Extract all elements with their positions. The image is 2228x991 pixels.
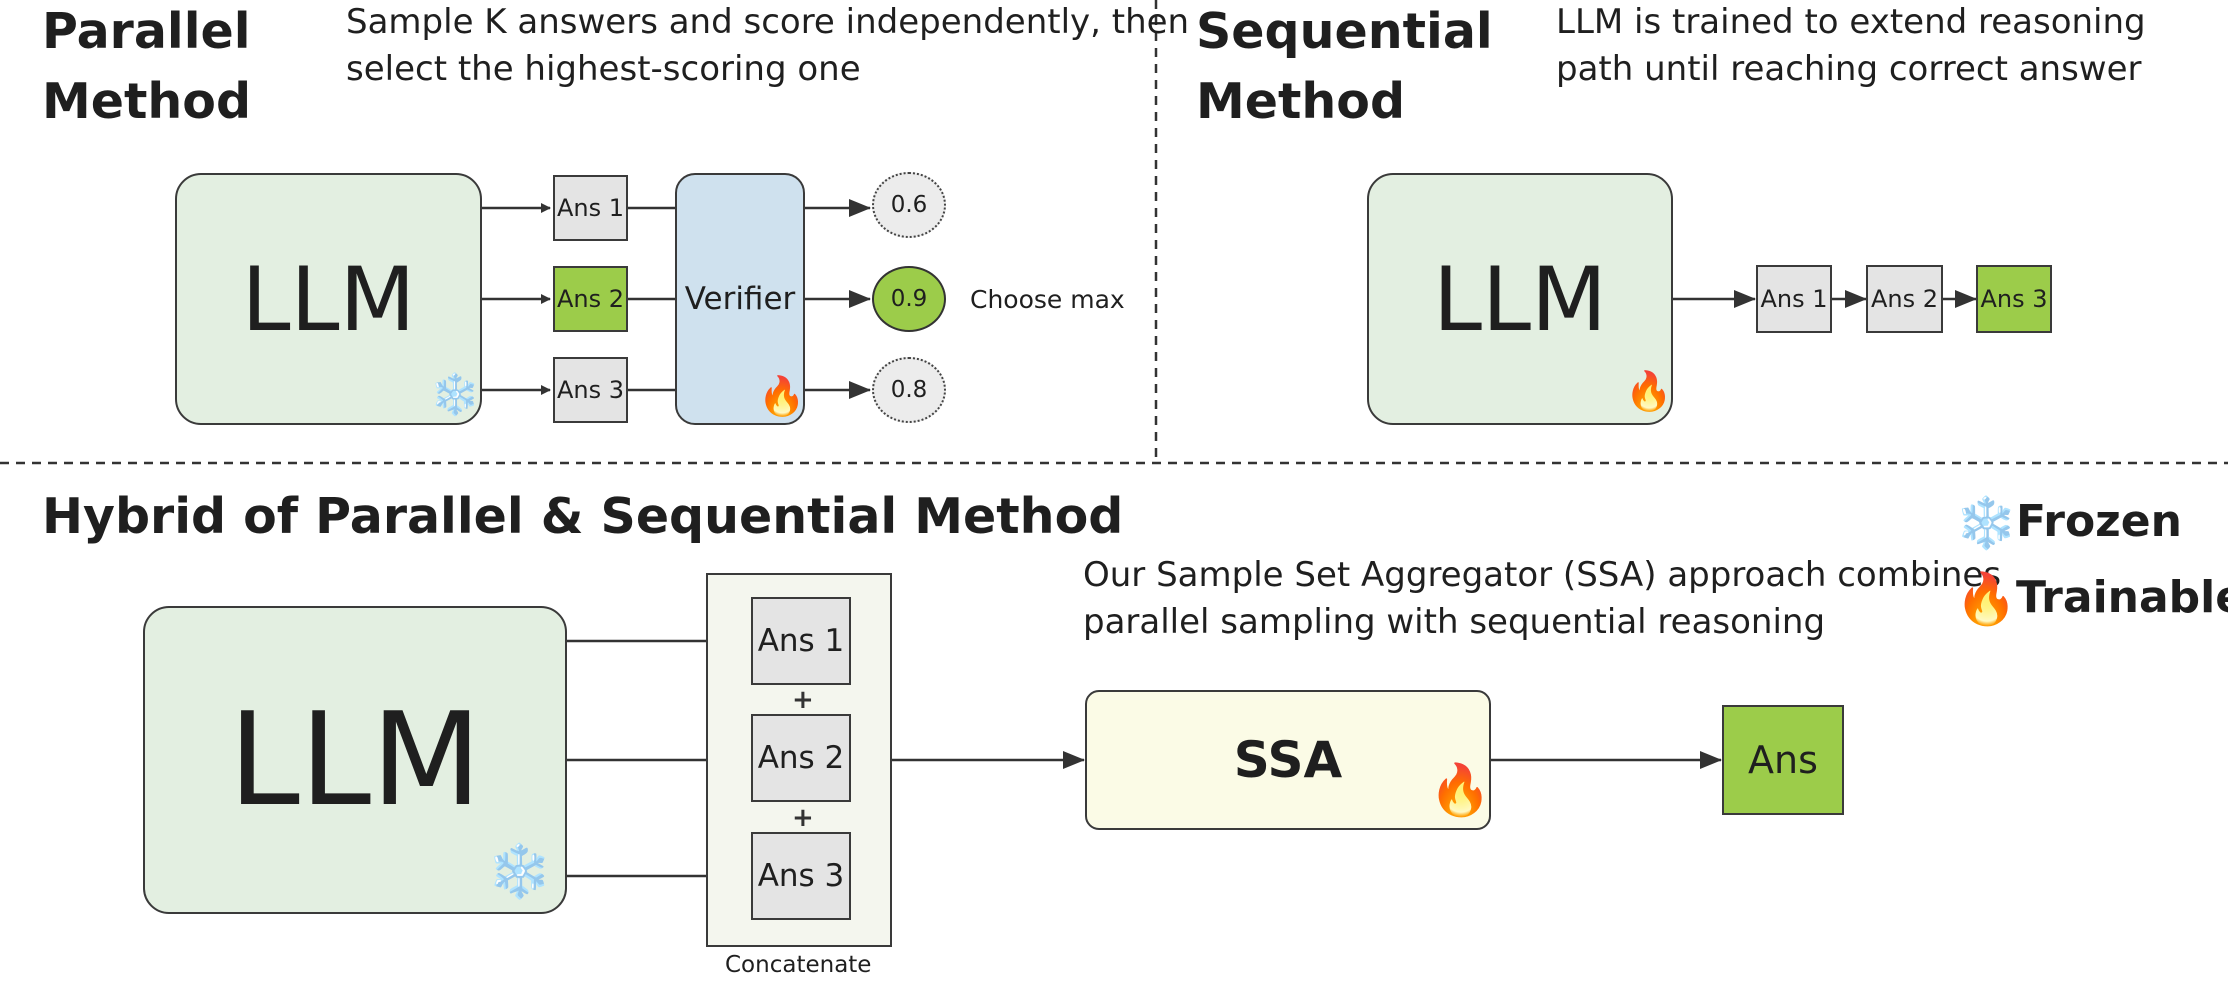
hybrid-desc-line2: parallel sampling with sequential reason… (1083, 602, 1826, 642)
snowflake-icon: ❄️ (430, 372, 480, 418)
fire-icon: 🔥 (758, 374, 806, 418)
hybrid-desc-line1: Our Sample Set Aggregator (SSA) approach… (1083, 555, 2002, 595)
sequential-answer-1-label: Ans 1 (1760, 285, 1828, 313)
legend-snowflake-icon: ❄️ (1955, 494, 2018, 552)
score-3: 0.8 (872, 357, 946, 423)
fire-icon: 🔥 (1429, 761, 1492, 819)
sequential-answer-1: Ans 1 (1756, 265, 1832, 333)
hybrid-answer-3: Ans 3 (751, 832, 851, 920)
choose-max-label: Choose max (970, 285, 1125, 314)
sequential-answer-2: Ans 2 (1866, 265, 1943, 333)
score-1: 0.6 (872, 172, 946, 238)
parallel-answer-1-label: Ans 1 (556, 194, 625, 222)
hybrid-output-answer: Ans (1722, 705, 1844, 815)
ssa-box: SSA (1085, 690, 1491, 830)
hybrid-llm-label: LLM (228, 685, 482, 835)
legend-fire-icon: 🔥 (1955, 570, 2018, 628)
concatenate-label: Concatenate (725, 952, 872, 978)
plus-sign: + (792, 685, 814, 715)
parallel-title-line2: Method (42, 73, 252, 130)
hybrid-answer-3-label: Ans 3 (757, 858, 845, 894)
sequential-title-line1: Sequential (1196, 3, 1493, 60)
sequential-answer-2-label: Ans 2 (1870, 285, 1939, 313)
hybrid-output-label: Ans (1748, 738, 1818, 782)
hybrid-answer-2-label: Ans 2 (757, 740, 845, 776)
sequential-answer-3-label: Ans 3 (1980, 285, 2048, 313)
hybrid-answer-1: Ans 1 (751, 597, 851, 685)
hybrid-llm-box: LLM (143, 606, 567, 914)
parallel-desc-line2: select the highest-scoring one (346, 49, 861, 89)
sequential-answer-3: Ans 3 (1976, 265, 2052, 333)
parallel-answer-2-label: Ans 2 (556, 285, 625, 313)
score-2-label: 0.9 (890, 286, 928, 312)
parallel-desc-line1: Sample K answers and score independently… (346, 2, 1190, 42)
hybrid-answer-2: Ans 2 (751, 714, 851, 802)
score-1-label: 0.6 (890, 192, 928, 218)
sequential-title-line2: Method (1196, 73, 1406, 130)
legend-frozen-label: Frozen (2016, 496, 2182, 547)
verifier-label: Verifier (684, 281, 796, 317)
plus-sign: + (792, 803, 814, 833)
sequential-desc-line2: path until reaching correct answer (1556, 49, 2142, 89)
snowflake-icon: ❄️ (487, 842, 552, 902)
sequential-desc-line1: LLM is trained to extend reasoning (1556, 2, 2146, 42)
hybrid-answer-1-label: Ans 1 (757, 623, 845, 659)
parallel-answer-3-label: Ans 3 (556, 376, 625, 404)
parallel-llm-box: LLM (175, 173, 482, 425)
parallel-llm-label: LLM (241, 247, 416, 351)
fire-icon: 🔥 (1625, 369, 1673, 413)
legend-trainable-label: Trainable (2016, 572, 2228, 623)
verifier-box: Verifier (675, 173, 805, 425)
score-3-label: 0.8 (890, 377, 928, 403)
parallel-title-line1: Parallel (42, 3, 251, 60)
parallel-arrows (482, 199, 871, 399)
score-2: 0.9 (872, 266, 946, 332)
hybrid-title: Hybrid of Parallel & Sequential Method (42, 488, 1124, 545)
ssa-label: SSA (1233, 731, 1343, 789)
sequential-llm-box: LLM (1367, 173, 1673, 425)
parallel-answer-2: Ans 2 (553, 266, 628, 332)
parallel-answer-1: Ans 1 (553, 175, 628, 241)
sequential-llm-label: LLM (1433, 247, 1607, 351)
parallel-answer-3: Ans 3 (553, 357, 628, 423)
